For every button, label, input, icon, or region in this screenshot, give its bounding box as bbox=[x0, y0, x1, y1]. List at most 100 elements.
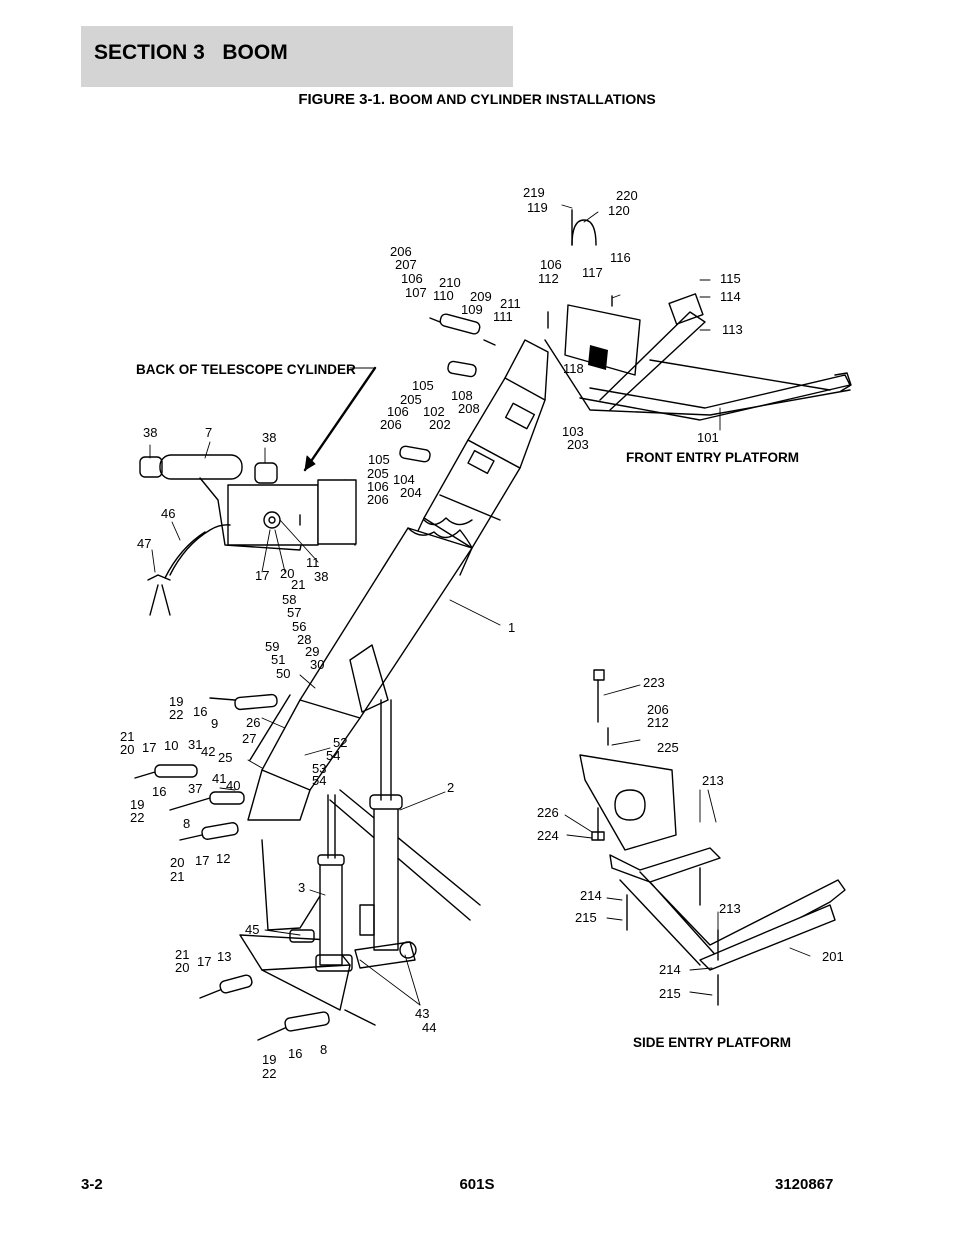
section-title: SECTION 3 BOOM bbox=[94, 41, 288, 64]
callout: 105 bbox=[368, 452, 390, 467]
boom-lower-section bbox=[247, 527, 473, 821]
callout: 206 bbox=[390, 244, 412, 259]
callout: 47 bbox=[137, 536, 151, 551]
callout: 113 bbox=[722, 322, 743, 337]
callout: 109 bbox=[461, 302, 483, 317]
callout: 20 bbox=[120, 742, 134, 757]
callout: 114 bbox=[720, 289, 741, 304]
callout: 202 bbox=[429, 417, 451, 432]
callout: 46 bbox=[161, 506, 175, 521]
callout: 43 bbox=[415, 1006, 429, 1021]
callout: 54 bbox=[312, 773, 326, 788]
callout: 213 bbox=[719, 901, 741, 916]
callout: 104 bbox=[393, 472, 415, 487]
callout: 205 bbox=[367, 466, 389, 481]
callout: 106 bbox=[367, 479, 389, 494]
pins-and-bolts bbox=[134, 313, 496, 1041]
callout: 201 bbox=[822, 949, 844, 964]
callout: 111 bbox=[493, 309, 513, 324]
callout: 211 bbox=[500, 296, 521, 311]
callout: 37 bbox=[188, 781, 202, 796]
callout: 207 bbox=[395, 257, 417, 272]
callout: 110 bbox=[433, 288, 454, 303]
callout: 220 bbox=[616, 188, 638, 203]
callout: 40 bbox=[226, 778, 240, 793]
callout: 212 bbox=[647, 715, 669, 730]
callout: 53 bbox=[312, 761, 326, 776]
callout: 115 bbox=[720, 271, 741, 286]
callout: 107 bbox=[405, 285, 427, 300]
lift-cylinder bbox=[354, 699, 417, 969]
callout: 28 bbox=[297, 632, 311, 647]
callout: 21 bbox=[120, 729, 134, 744]
callout: 29 bbox=[305, 644, 319, 659]
callout: 21 bbox=[175, 947, 189, 962]
callout: 38 bbox=[262, 430, 276, 445]
telescope-cylinder-back bbox=[139, 454, 357, 616]
callout: 52 bbox=[333, 735, 347, 750]
callout: 117 bbox=[582, 265, 603, 280]
callout: 51 bbox=[271, 652, 285, 667]
callout: 25 bbox=[218, 750, 232, 765]
callout: 225 bbox=[657, 740, 679, 755]
callout: 101 bbox=[697, 430, 719, 445]
callout: 206 bbox=[367, 492, 389, 507]
callout: 21 bbox=[291, 577, 305, 592]
callout: 224 bbox=[537, 828, 559, 843]
callout: 215 bbox=[575, 910, 597, 925]
callout: 209 bbox=[470, 289, 492, 304]
callout: 42 bbox=[201, 744, 215, 759]
callout: 206 bbox=[380, 417, 402, 432]
callout: 54 bbox=[326, 748, 340, 763]
callout: 105 bbox=[412, 378, 434, 393]
boom-upper-section bbox=[409, 339, 549, 576]
callout: 106 bbox=[540, 257, 562, 272]
callout-labels: 219 119 220 120 206 207 106 107 210 110 … bbox=[120, 185, 844, 1081]
callout: 56 bbox=[292, 619, 306, 634]
callout: 106 bbox=[401, 271, 423, 286]
callout: 20 bbox=[280, 566, 294, 581]
callout: 20 bbox=[175, 960, 189, 975]
callout: 31 bbox=[188, 737, 202, 752]
callout: 116 bbox=[610, 250, 631, 265]
callout: 102 bbox=[423, 404, 445, 419]
caption-front-entry-platform: FRONT ENTRY PLATFORM bbox=[626, 450, 799, 465]
caption-back-of-telescope-cylinder: BACK OF TELESCOPE CYLINDER bbox=[136, 362, 356, 377]
callout: 16 bbox=[193, 704, 207, 719]
callout: 50 bbox=[276, 666, 290, 681]
document-number: 3120867 bbox=[775, 1176, 834, 1193]
callout: 59 bbox=[265, 639, 279, 654]
callout: 119 bbox=[527, 200, 548, 215]
callout: 205 bbox=[400, 392, 422, 407]
callout: 8 bbox=[320, 1042, 327, 1057]
callout: 219 bbox=[523, 185, 545, 200]
callout: 44 bbox=[422, 1020, 436, 1035]
side-entry-platform bbox=[579, 669, 846, 1006]
callout: 30 bbox=[310, 657, 324, 672]
callout: 17 bbox=[142, 740, 156, 755]
callout: 210 bbox=[439, 275, 461, 290]
callout: 22 bbox=[169, 707, 183, 722]
callout: 120 bbox=[608, 203, 630, 218]
callout: 8 bbox=[183, 816, 190, 831]
callout: 7 bbox=[205, 425, 212, 440]
callout: 10 bbox=[164, 738, 178, 753]
callout: 1 bbox=[508, 620, 515, 635]
callout: 223 bbox=[643, 675, 665, 690]
callout: 58 bbox=[282, 592, 296, 607]
callout: 17 bbox=[197, 954, 211, 969]
callout: 22 bbox=[130, 810, 144, 825]
model-number: 601S bbox=[459, 1176, 495, 1193]
figure-number: FIGURE 3-1. bbox=[298, 91, 385, 108]
callout: 19 bbox=[130, 797, 144, 812]
callout: 214 bbox=[659, 962, 681, 977]
callout: 17 bbox=[255, 568, 269, 583]
callout: 3 bbox=[298, 880, 305, 895]
callout: 20 bbox=[170, 855, 184, 870]
callout: 38 bbox=[314, 569, 328, 584]
callout: 12 bbox=[216, 851, 230, 866]
callout: 19 bbox=[262, 1052, 276, 1067]
callout: 206 bbox=[647, 702, 669, 717]
callout: 214 bbox=[580, 888, 602, 903]
